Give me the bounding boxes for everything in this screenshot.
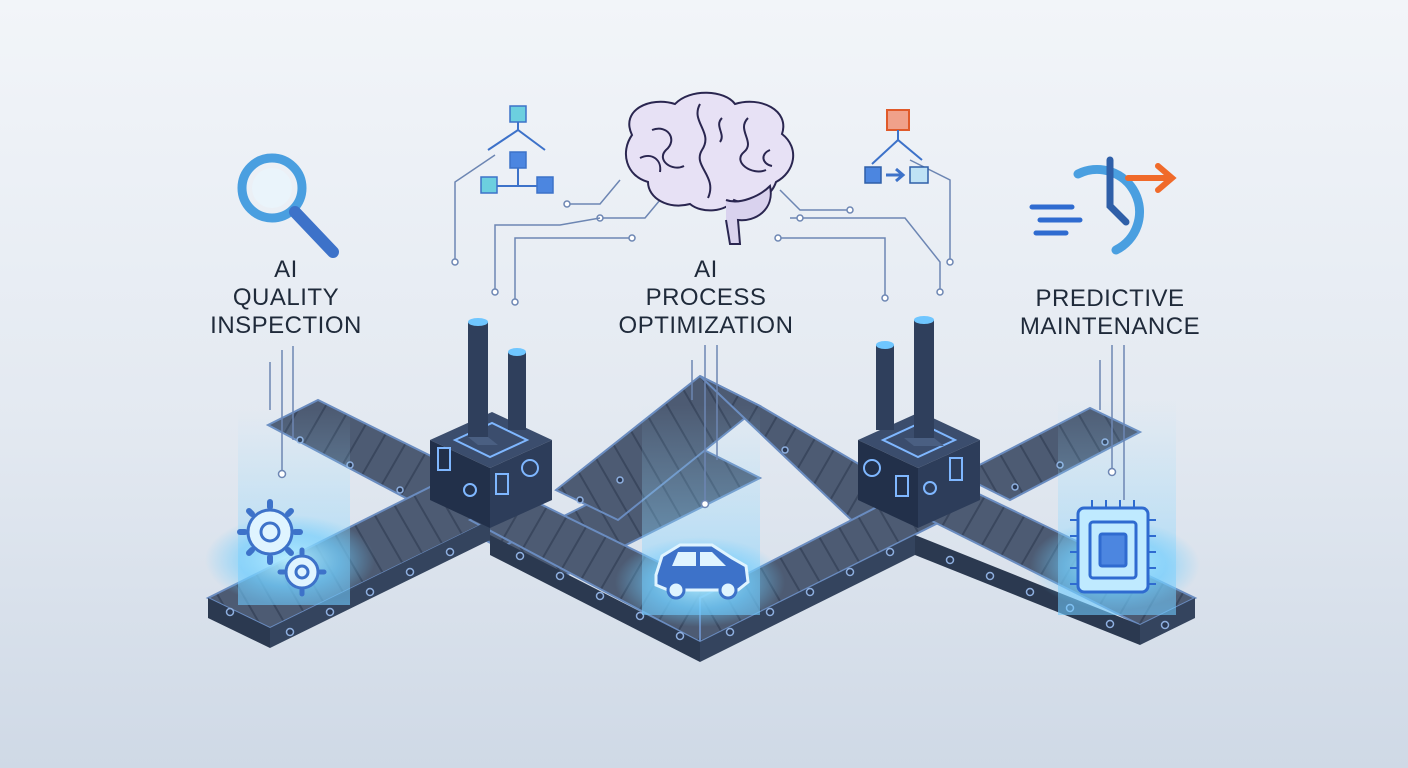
rail-right-end xyxy=(1140,598,1195,645)
clock-icon xyxy=(1029,156,1177,255)
section-label-predictive-maintenance: PREDICTIVE MAINTENANCE xyxy=(1019,285,1201,340)
light-beams xyxy=(205,400,1200,627)
hierarchy-icon xyxy=(480,105,554,194)
section-label-process-optimization: AI PROCESS OPTIMIZATION xyxy=(618,256,794,339)
brain-icon xyxy=(624,91,795,245)
rail-left-front xyxy=(208,598,270,648)
connector-lines xyxy=(269,154,1125,509)
machine-right xyxy=(858,316,980,528)
chip-icon xyxy=(1070,500,1156,594)
machine-left xyxy=(430,318,552,528)
magnifier-icon xyxy=(237,153,339,258)
gear-icon xyxy=(237,499,327,597)
rail-center-left xyxy=(490,535,700,662)
rail-center-right xyxy=(700,535,915,662)
flow-icon xyxy=(864,109,929,184)
rail-left-long xyxy=(270,520,490,648)
section-label-quality-inspection: AI QUALITY INSPECTION xyxy=(210,256,362,339)
car-icon xyxy=(654,543,750,600)
